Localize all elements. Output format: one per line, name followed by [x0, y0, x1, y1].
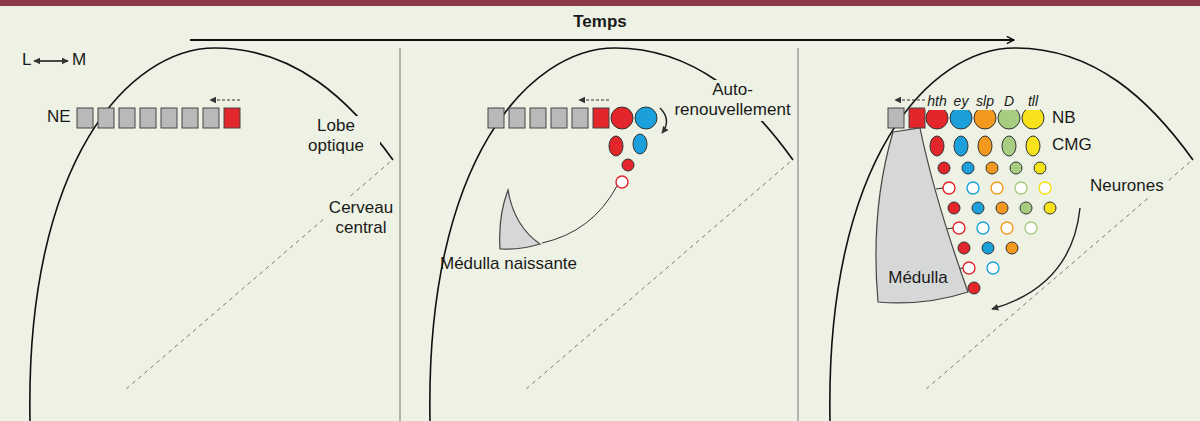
transition-cell — [593, 108, 609, 128]
neuron — [1010, 162, 1022, 174]
neuron — [622, 159, 634, 171]
medulla: Médulla — [868, 122, 972, 308]
gmc — [1026, 136, 1040, 156]
wave-arrow — [895, 100, 925, 101]
neuroepithelial-cell — [488, 108, 504, 128]
neuron — [986, 162, 998, 174]
label: D — [1002, 93, 1016, 110]
neuron — [1044, 202, 1056, 214]
neuron — [1015, 182, 1027, 194]
label: ey — [952, 93, 971, 110]
neuron — [968, 282, 980, 294]
medulla-outline — [876, 128, 968, 303]
neuron — [991, 182, 1003, 194]
neuron-flow-arrow — [992, 208, 1080, 309]
brain-boundary — [525, 162, 790, 390]
label: tll — [1026, 93, 1040, 110]
label: L — [20, 50, 33, 70]
neuroepithelial-cell — [551, 108, 567, 128]
neuron — [1034, 162, 1046, 174]
label: NB — [1050, 108, 1078, 128]
neuron — [1001, 222, 1013, 234]
node-label: Médulla naissante — [440, 254, 577, 274]
gmc — [978, 136, 992, 156]
neuron — [1020, 202, 1032, 214]
label: CMG — [1050, 135, 1094, 155]
neuron — [972, 202, 984, 214]
panel-divider — [798, 48, 799, 421]
nascent-medulla: Médulla naissante — [436, 186, 636, 278]
neuroblast — [950, 107, 972, 129]
label: Cerveau central — [325, 198, 397, 239]
axis-arrow — [34, 60, 68, 61]
brain-boundary — [925, 162, 1190, 390]
neuroepithelial-cell — [119, 108, 135, 128]
neuron — [943, 182, 955, 194]
neuroblast — [1022, 107, 1044, 129]
neuron — [953, 222, 965, 234]
neuron — [967, 182, 979, 194]
node-label: Médulla — [888, 268, 948, 288]
time-arrow — [190, 39, 1014, 41]
axon — [936, 188, 943, 189]
neuron — [948, 202, 960, 214]
neuron — [977, 222, 989, 234]
gmc — [1002, 136, 1016, 156]
label: Lobe optique — [292, 116, 380, 157]
neuroepithelial-cell — [203, 108, 219, 128]
medulla-outline — [500, 190, 540, 249]
neuron — [987, 262, 999, 274]
neuroblast — [635, 107, 657, 129]
neuroblast — [611, 107, 633, 129]
neuroepithelial-cell — [140, 108, 156, 128]
neuron — [958, 242, 970, 254]
neuron — [962, 162, 974, 174]
label: NE — [45, 107, 73, 127]
panel-divider — [400, 48, 401, 421]
brain-boundary — [125, 162, 390, 390]
neuron — [996, 202, 1008, 214]
neuroepithelial-cell — [509, 108, 525, 128]
neuroepithelial-cell — [161, 108, 177, 128]
neuroepithelial-cell — [77, 108, 93, 128]
neuron — [616, 176, 628, 188]
neuron — [963, 262, 975, 274]
label: hth — [925, 93, 948, 110]
gmc — [954, 136, 968, 156]
neuron — [938, 162, 950, 174]
transition-cell — [909, 108, 925, 128]
label: M — [70, 50, 88, 70]
self-renewal-arrow — [660, 108, 667, 133]
neuron — [1025, 222, 1037, 234]
axon — [542, 186, 617, 243]
neuron — [1039, 182, 1051, 194]
neuroepithelial-cell — [572, 108, 588, 128]
neuroblast — [926, 107, 948, 129]
neuroepithelial-cell — [98, 108, 114, 128]
optic-lobe-outline — [830, 48, 1193, 421]
neuroepithelial-cell — [182, 108, 198, 128]
wave-arrow — [579, 100, 609, 101]
top-bar — [0, 0, 1200, 6]
neuroblast — [974, 107, 996, 129]
neuroepithelial-cell — [530, 108, 546, 128]
label: Auto-renouvellement — [668, 80, 797, 121]
gmc — [633, 134, 647, 154]
wave-arrow — [210, 100, 240, 101]
neuroepithelial-cell — [888, 108, 904, 128]
label: slp — [974, 93, 996, 110]
label: Temps — [571, 12, 629, 32]
transition-cell — [224, 108, 240, 128]
neuroblast — [998, 107, 1020, 129]
label: Neurones — [1088, 176, 1166, 196]
neuron — [1006, 242, 1018, 254]
gmc — [609, 136, 623, 156]
neuron — [982, 242, 994, 254]
gmc — [930, 136, 944, 156]
